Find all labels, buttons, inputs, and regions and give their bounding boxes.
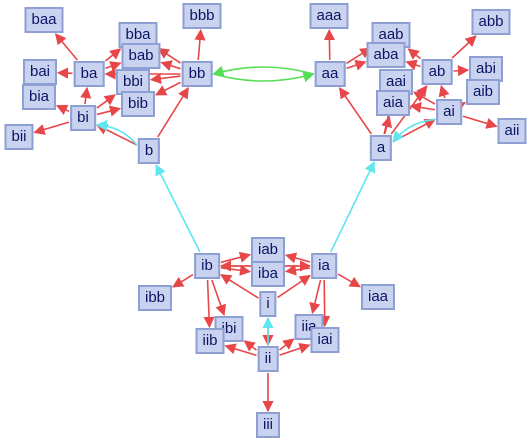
edge-ii-to-iib (224, 343, 257, 357)
node-bib[interactable]: bib (120, 91, 156, 117)
edge-bb-to-aa (213, 71, 315, 83)
edge-ia-to-iai (319, 279, 331, 328)
edge-ai-to-aib (453, 101, 466, 113)
node-ii[interactable]: ii (257, 346, 279, 372)
edge-bi-to-bii (33, 121, 70, 135)
edge-ba-to-bai (56, 67, 73, 79)
node-ab[interactable]: ab (421, 59, 453, 85)
edge-ai-to-ab (438, 84, 450, 99)
node-aib[interactable]: aib (465, 79, 501, 105)
node-bbi[interactable]: bbi (115, 69, 151, 95)
edge-ia-to-iab (284, 252, 311, 264)
edge-ib-to-iib (203, 279, 215, 329)
node-aia[interactable]: aia (375, 90, 411, 116)
edge-ai-to-aia (409, 101, 436, 114)
edge-ib-to-ibi (211, 279, 227, 317)
edge-ba-to-bba (105, 48, 122, 62)
edge-bb-to-bba (157, 47, 181, 64)
node-bi[interactable]: bi (70, 105, 96, 131)
edge-ii-to-ibi (243, 340, 257, 352)
edge-ba-to-baa (54, 33, 78, 61)
node-bia[interactable]: bia (21, 84, 57, 110)
node-iii[interactable]: iii (256, 412, 280, 438)
edge-ii-to-iai (279, 343, 311, 356)
edge-aa-to-aba (346, 59, 367, 71)
node-aii[interactable]: aii (497, 118, 527, 144)
node-bii[interactable]: bii (4, 124, 34, 150)
edge-i-to-ib (220, 274, 259, 299)
edge-b-to-bb (157, 87, 189, 138)
edge-b-to-bi (95, 119, 138, 146)
edge-ba-to-bab (105, 61, 122, 72)
edge-bi-to-bia (55, 104, 70, 115)
node-b[interactable]: b (137, 138, 161, 164)
node-abb[interactable]: abb (471, 9, 511, 35)
edge-bi-to-ba (80, 86, 92, 105)
node-i[interactable]: i (259, 291, 277, 317)
edge-ia-to-iba (284, 264, 311, 276)
node-ibb[interactable]: ibb (137, 285, 173, 311)
node-bai[interactable]: bai (22, 59, 58, 85)
edge-ib-to-b (155, 163, 201, 253)
node-a[interactable]: a (369, 135, 393, 161)
edge-bb-to-bbb (194, 28, 206, 61)
edge-bi-to-bib (96, 105, 122, 117)
node-aa[interactable]: aa (314, 61, 346, 87)
node-iab[interactable]: iab (250, 237, 286, 263)
edge-aa-to-bb (212, 65, 314, 77)
node-bbb[interactable]: bbb (182, 3, 222, 29)
edge-ai-to-aii (462, 115, 498, 129)
edge-ia-to-iia (309, 279, 322, 315)
edge-bi-to-bbi (96, 94, 116, 109)
edge-bb-to-bbi (149, 72, 181, 85)
edge-b-to-bi (95, 124, 138, 146)
node-iai[interactable]: iai (310, 327, 340, 353)
node-iaa[interactable]: iaa (360, 284, 396, 310)
edge-ib-to-iba (220, 264, 252, 276)
edge-i-to-ia (277, 274, 311, 299)
node-ai[interactable]: ai (436, 99, 462, 125)
edge-ab-to-abb (451, 35, 477, 59)
node-aaa[interactable]: aaa (309, 3, 349, 29)
edge-ia-to-a (330, 160, 375, 253)
edge-ib-to-ibb (172, 273, 194, 288)
node-iib[interactable]: iib (195, 328, 225, 354)
edge-bb-to-bab (160, 60, 181, 72)
edge-ab-to-aba (405, 59, 421, 71)
edge-ai-to-a (392, 118, 436, 143)
node-ia[interactable]: ia (311, 253, 337, 279)
node-ba[interactable]: ba (73, 61, 105, 87)
node-bb[interactable]: bb (181, 61, 213, 87)
node-iba[interactable]: iba (250, 261, 286, 287)
edge-aa-to-aaa (323, 28, 336, 61)
edge-bb-to-bib (155, 81, 181, 96)
edge-ab-to-abi (453, 65, 470, 77)
node-abi[interactable]: abi (468, 56, 504, 82)
edge-a-to-aa (338, 87, 373, 135)
edge-ib-to-iab (220, 251, 252, 264)
edge-ia-to-iaa (337, 273, 361, 288)
edge-a-to-aia (381, 115, 393, 135)
edge-ab-to-aab (407, 48, 422, 60)
node-ib[interactable]: ib (194, 253, 220, 279)
node-aba[interactable]: aba (366, 42, 406, 68)
node-baa[interactable]: baa (24, 7, 64, 33)
edge-ii-to-iia (279, 338, 295, 351)
node-bab[interactable]: bab (121, 43, 161, 69)
edge-ai-to-aai (413, 91, 436, 105)
